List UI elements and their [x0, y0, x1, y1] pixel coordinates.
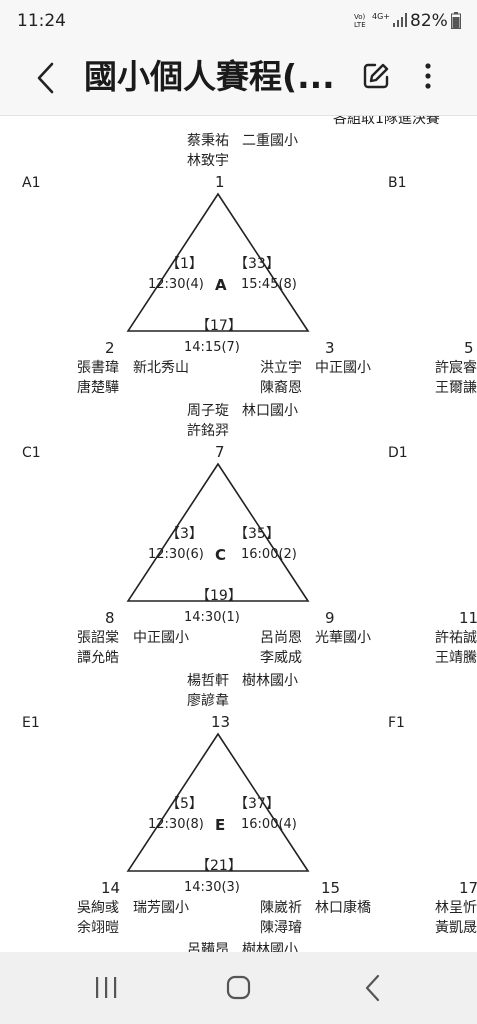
app-bar: 國小個人賽程(... — [0, 42, 477, 116]
left-time: 12:30(8) — [148, 817, 204, 832]
bottom-time: 14:15(7) — [184, 340, 240, 355]
group-letter: E — [215, 816, 226, 834]
top-school: 樹林國小 — [242, 673, 298, 689]
left-code: C1 — [22, 445, 41, 461]
right-time: 15:45(8) — [241, 277, 297, 292]
network-type: Vo) LTE — [354, 13, 366, 29]
group-triangle — [126, 192, 310, 332]
recent-apps-icon[interactable] — [94, 976, 118, 1000]
bottom-match: 【17】 — [196, 318, 242, 334]
right-time: 16:00(2) — [241, 547, 297, 562]
left-match: 【5】 — [166, 796, 203, 812]
edit-icon[interactable] — [361, 61, 391, 91]
left-match: 【1】 — [166, 256, 203, 272]
left-match: 【3】 — [166, 526, 203, 542]
nav-back-icon[interactable] — [364, 974, 382, 1002]
right-time: 16:00(4) — [241, 817, 297, 832]
group-C: 周子琁 林口國小 許銘羿 C1 D1 7 【3】 【35】 12:30(6) C… — [0, 400, 477, 670]
right-match: 【35】 — [234, 526, 280, 542]
battery-percent: 82% — [410, 11, 448, 31]
side-num: 17 — [459, 879, 477, 897]
page-title: 國小個人賽程(... — [84, 57, 335, 96]
partial-player: 呂鞴昂 — [187, 942, 229, 952]
top-player-2: 許銘羿 — [187, 423, 229, 439]
left-player-2: 譚允皓 — [77, 650, 119, 666]
left-time: 12:30(4) — [148, 277, 204, 292]
battery-icon — [451, 12, 461, 29]
right-code: B1 — [388, 175, 407, 191]
right-num: 15 — [321, 879, 341, 897]
right-player-2: 陳潯璿 — [260, 920, 302, 936]
group-letter: A — [215, 276, 227, 294]
side-player-1: 許宸睿 — [435, 360, 477, 376]
right-num: 3 — [325, 339, 335, 357]
top-player-1: 周子琁 — [187, 403, 229, 419]
right-player-2: 陳裔恩 — [260, 380, 302, 396]
left-player-1: 張詔棠 — [77, 630, 119, 646]
group-triangle — [126, 462, 310, 602]
status-time: 11:24 — [17, 11, 66, 31]
right-num: 9 — [325, 609, 335, 627]
side-player-1: 許祐誠 — [435, 630, 477, 646]
top-num: 13 — [211, 713, 231, 731]
left-player-1: 吳絢彧 — [77, 900, 119, 916]
top-school: 林口國小 — [242, 403, 298, 419]
navigation-bar — [0, 952, 477, 1024]
left-school: 瑞芳國小 — [133, 900, 189, 916]
right-school: 中正國小 — [315, 360, 371, 376]
left-player-1: 張書瑋 — [77, 360, 119, 376]
partial-school: 樹林國小 — [242, 942, 298, 952]
side-player-2: 黃凱晟 — [435, 920, 477, 936]
right-school: 林口康橋 — [315, 900, 371, 916]
signal-type: 4G+ — [372, 12, 390, 21]
left-school: 新北秀山 — [133, 360, 189, 376]
status-bar: 11:24 Vo) LTE 4G+ 82% — [0, 0, 477, 42]
left-num: 8 — [105, 609, 115, 627]
right-match: 【33】 — [234, 256, 280, 272]
side-num: 5 — [464, 339, 474, 357]
home-icon[interactable] — [226, 975, 252, 1001]
right-school: 光華國小 — [315, 630, 371, 646]
top-num: 1 — [215, 173, 225, 191]
group-letter: C — [215, 546, 227, 564]
left-code: A1 — [22, 175, 41, 191]
bottom-match: 【21】 — [196, 858, 242, 874]
bottom-time: 14:30(3) — [184, 880, 240, 895]
top-player-1: 蔡秉祐 — [187, 133, 229, 149]
group-A: 蔡秉祐 二重國小 林致宇 A1 B1 1 【1】 【33】 12:30(4) A… — [0, 130, 477, 400]
group-E: 楊哲軒 樹林國小 廖諺韋 E1 F1 13 【5】 【37】 12:30(8) … — [0, 670, 477, 940]
right-code: D1 — [388, 445, 408, 461]
side-num: 11 — [459, 609, 477, 627]
signal-bars-icon — [393, 13, 407, 27]
bracket-content[interactable]: 各組取1隊進決賽 蔡秉祐 二重國小 林致宇 A1 B1 1 【1】 【33】 1… — [0, 116, 477, 952]
bottom-time: 14:30(1) — [184, 610, 240, 625]
top-note: 各組取1隊進決賽 — [333, 116, 440, 127]
left-num: 14 — [101, 879, 121, 897]
right-player-1: 呂尚恩 — [260, 630, 302, 646]
right-match: 【37】 — [234, 796, 280, 812]
left-player-2: 唐楚驊 — [77, 380, 119, 396]
right-code: F1 — [388, 715, 405, 731]
side-player-2: 王爾謙 — [435, 380, 477, 396]
top-school: 二重國小 — [242, 133, 298, 149]
right-player-2: 李威成 — [260, 650, 302, 666]
side-player-2: 王靖騰 — [435, 650, 477, 666]
top-player-2: 廖諺韋 — [187, 693, 229, 709]
back-arrow-icon[interactable] — [34, 61, 58, 95]
left-time: 12:30(6) — [148, 547, 204, 562]
left-code: E1 — [22, 715, 40, 731]
right-player-1: 洪立宇 — [260, 360, 302, 376]
top-num: 7 — [215, 443, 225, 461]
left-school: 中正國小 — [133, 630, 189, 646]
group-triangle — [126, 732, 310, 872]
left-player-2: 余翊暟 — [77, 920, 119, 936]
more-vertical-icon[interactable] — [423, 62, 433, 90]
right-player-1: 陳崴祈 — [260, 900, 302, 916]
left-num: 2 — [105, 339, 115, 357]
side-player-1: 林呈忻 — [435, 900, 477, 916]
bottom-match: 【19】 — [196, 588, 242, 604]
top-player-1: 楊哲軒 — [187, 673, 229, 689]
top-player-2: 林致宇 — [187, 153, 229, 169]
